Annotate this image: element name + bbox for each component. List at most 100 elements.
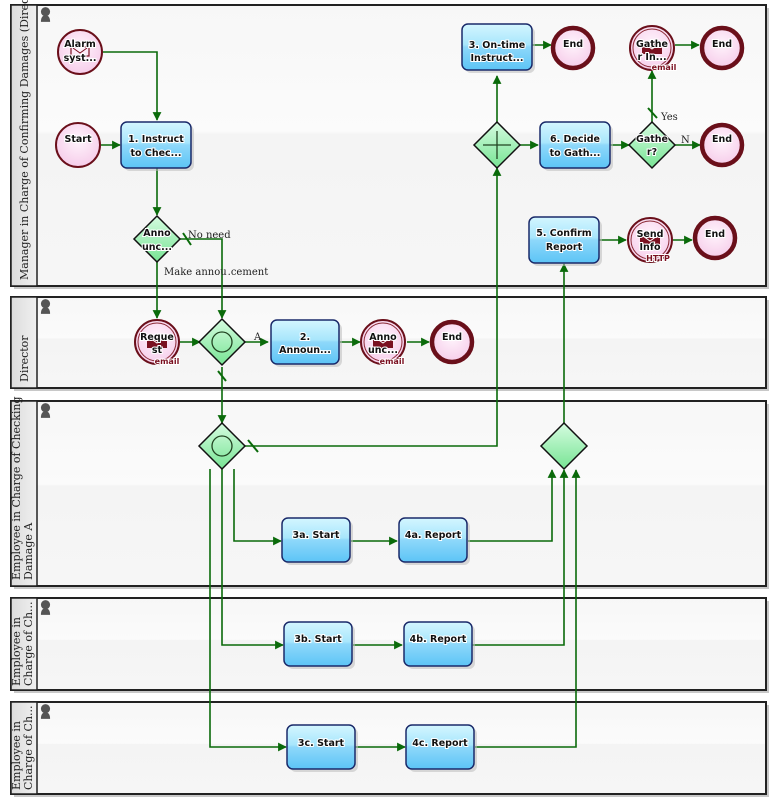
flow-label-no: N [681,135,690,146]
flow-alarm-to-t1 [103,51,162,121]
task-3b-start[interactable]: 3b. Start [283,621,355,669]
gateway-announce-question[interactable]: Anno unc... [132,214,182,264]
flow-split-to-t3b [221,469,284,650]
gateway-merge[interactable] [539,421,589,471]
gateway-gather-question[interactable]: Gathe r? [627,120,677,170]
circle-icon [211,331,233,353]
sequence-flows [101,40,701,752]
task-label: 4a. Report [405,530,462,541]
task-label: 4c. Report [412,738,468,749]
circle-icon [211,435,233,457]
event-label: r In... [637,52,666,63]
task-label: 3b. Start [294,634,342,645]
gateway-label: unc... [142,242,172,253]
flow-t4b-to-merge [472,469,569,646]
flow-split-to-t3a [233,469,282,546]
event-label: End [442,332,462,343]
flow-t4c-to-merge [475,469,581,748]
person-icon [40,7,51,22]
task-decide-to-gather[interactable]: 6. Decide to Gath... [539,121,613,171]
task-label: Report [546,242,583,253]
default-flow-tick [217,370,227,382]
event-label: End [705,229,725,240]
event-label: Gathe [636,39,668,50]
event-tag: email [652,63,677,72]
task-label: 3a. Start [293,530,340,541]
timer-icon [70,46,90,57]
event-label: Alarm [64,39,96,50]
person-icon [40,704,51,719]
flow-split-to-parallel [245,167,502,447]
event-label: End [563,39,583,50]
event-request[interactable]: Reque st email [134,319,181,367]
event-label: Send [637,229,664,240]
event-send-info[interactable]: Send Info HTTP [627,217,673,264]
lane-employee-c: Employee in Charge of Ch... [10,701,769,797]
person-icon [40,299,51,314]
default-flow-tick [647,107,658,119]
task-announce[interactable]: 2. Announ... [270,319,342,367]
task-3c-start[interactable]: 3c. Start [286,724,358,772]
task-label: to Chec... [130,148,181,159]
gateway-inclusive-director[interactable] [197,317,247,367]
flow-label-no-need: No need [188,230,231,241]
flow-label-make-announcement: Make annou .cement [164,267,268,278]
task-3a-start[interactable]: 3a. Start [281,517,353,565]
default-flow-tick [182,232,192,246]
event-start[interactable]: Start [55,122,101,168]
task-label: 3c. Start [298,738,345,749]
event-tag: email [155,357,180,366]
task-4c-report[interactable]: 4c. Report [405,724,477,772]
task-label: to Gath... [550,148,601,159]
event-label: unc... [368,345,398,356]
flow-split-to-t3c [209,469,287,752]
task-confirm-report[interactable]: 5. Confirm Report [528,216,602,266]
person-icon [40,403,51,418]
plus-icon [483,131,511,159]
task-label: 4b. Report [410,634,467,645]
flow-label-a: A [253,332,262,343]
task-4a-report[interactable]: 4a. Report [398,517,470,565]
task-label: Instruct... [471,53,524,64]
task-4b-report[interactable]: 4b. Report [403,621,475,669]
task-label: 6. Decide [550,134,600,145]
lane-label-manager: Manager in Charge of Confirming Damages … [18,0,31,280]
gateway-label: Gathe [636,134,668,145]
lane-label-employee-b: Employee in Charge of Ch... [10,601,35,686]
event-label: Anno [369,332,397,343]
lane-employee-a: Employee in Charge of Checking Damage A [10,393,769,589]
event-alarm-system[interactable]: Alarm syst... [57,29,103,75]
lane-label-employee-a: Employee in Charge of Checking Damage A [10,393,35,580]
task-label: 1. Instruct [128,134,184,145]
gateway-label: Anno [143,228,171,239]
event-label: Start [64,134,91,145]
event-label: syst... [64,53,97,64]
event-tag: HTTP [646,254,670,263]
task-label: 2. [300,332,310,343]
lane-employee-b: Employee in Charge of Ch... [10,597,769,693]
task-instruct-to-check[interactable]: 1. Instruct to Chec... [120,121,194,171]
lane-label-director: Director [18,335,31,382]
event-end-send[interactable]: End [692,215,738,261]
task-label: 5. Confirm [536,228,592,239]
gateway-label: r? [647,147,657,158]
event-label: End [712,39,732,50]
flow-announce-q-no-need [180,238,227,319]
event-end-ontime[interactable]: End [550,25,596,71]
gateway-parallel[interactable] [472,120,522,170]
flow-t4a-to-merge [468,469,557,542]
event-end-no[interactable]: End [699,122,745,168]
event-tag: email [380,357,405,366]
person-icon [40,600,51,615]
event-end-gather[interactable]: End [699,25,745,71]
gateway-inclusive-split[interactable] [197,421,247,471]
event-label: End [712,134,732,145]
default-flow-tick [247,439,259,453]
event-gather-info[interactable]: Gathe r In... email [629,25,678,73]
event-end-director[interactable]: End [429,319,475,365]
event-announce-message[interactable]: Anno unc... email [360,319,406,367]
task-ontime-instruct[interactable]: 3. On-time Instruct... [461,23,535,73]
event-label: Info [640,242,661,253]
lane-label-employee-c: Employee in Charge of Ch... [10,705,35,790]
